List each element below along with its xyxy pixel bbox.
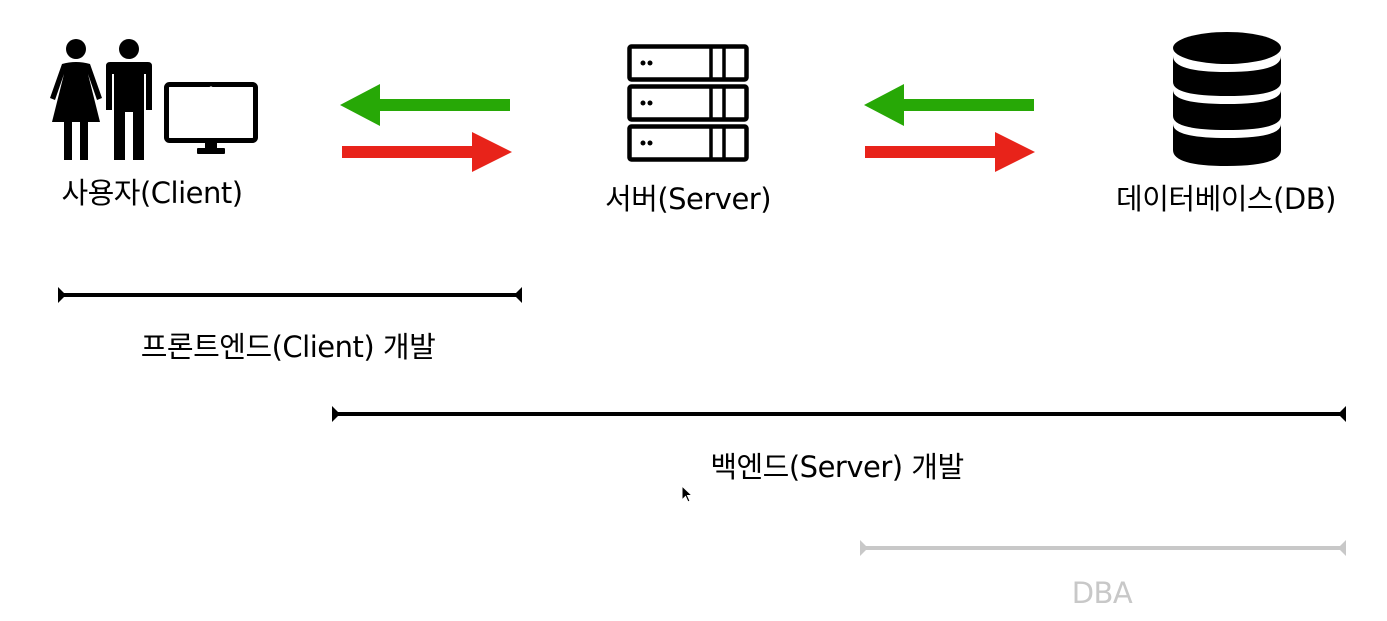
monitor-icon [164,82,258,154]
backend-range-line [332,406,1346,422]
backend-range-label: 백엔드(Server) 개발 [710,450,964,484]
dba-range-line [860,540,1346,556]
client-label: 사용자(Client) [61,176,243,210]
response-arrow-db-to-server [864,84,1034,126]
database-label: 데이터베이스(DB) [1116,182,1336,216]
mouse-cursor-icon [681,484,694,503]
request-arrow-shape [342,132,512,172]
request-arrow-server-to-db [865,132,1035,172]
man-icon [106,39,152,160]
server-label: 서버(Server) [604,182,772,216]
response-arrow-server-to-client [340,84,510,126]
response-arrow-shape [864,84,1034,126]
dba-range-label: DBA [1071,576,1133,610]
request-arrow-client-to-server [342,132,512,172]
woman-icon [50,39,102,160]
frontend-range-label: 프론트엔드(Client) 개발 [140,330,436,364]
database-icon [1173,32,1281,166]
request-arrow-shape [865,132,1035,172]
response-arrow-shape [340,84,510,126]
frontend-range-line [58,287,522,303]
server-rack-icon [627,44,749,162]
